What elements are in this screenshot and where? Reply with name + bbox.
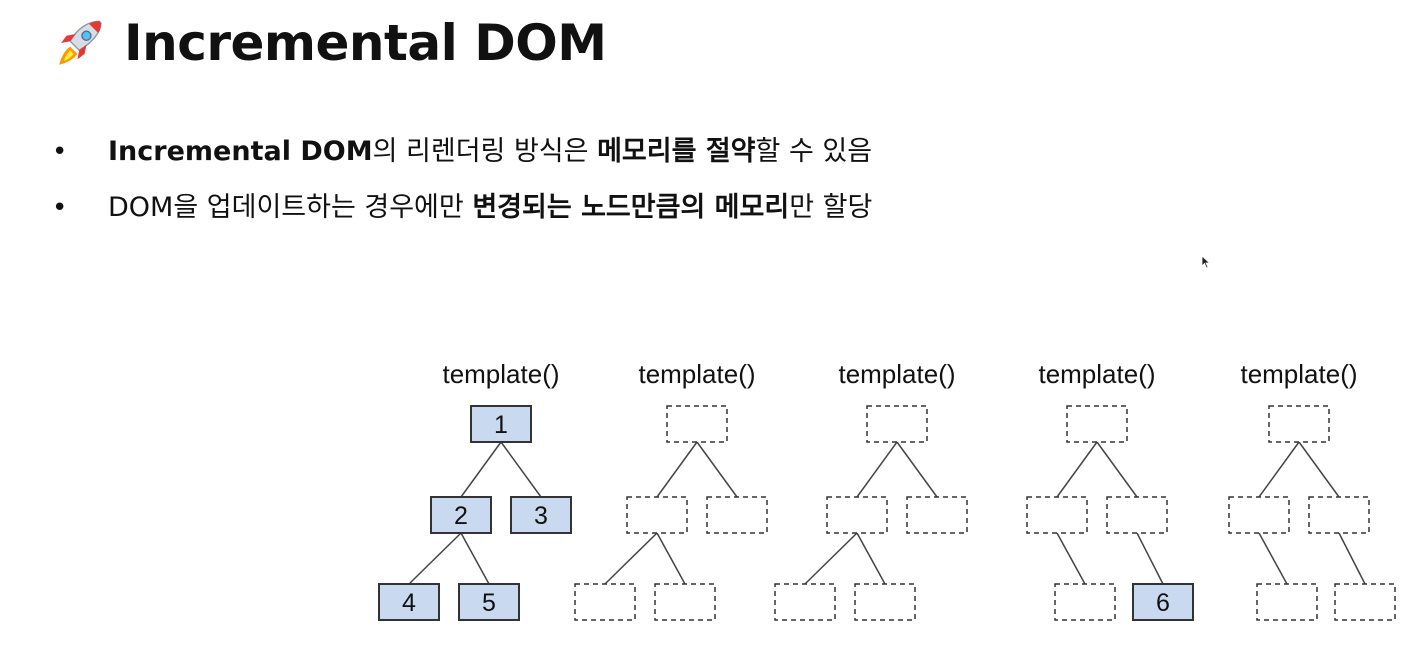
tree-edge	[408, 532, 462, 585]
tree-edge	[1096, 441, 1138, 498]
dom-node-empty	[826, 496, 888, 534]
bullet-1-text-1: Incremental DOM	[108, 136, 373, 167]
slide-title: Incremental DOM	[52, 14, 607, 72]
bullet-item-2: • DOM을 업데이트하는 경우에만 변경되는 노드만큼의 메모리만 할당	[52, 184, 872, 240]
dom-node-empty	[866, 405, 928, 443]
template-label: template()	[1240, 359, 1357, 389]
dom-node-empty	[774, 583, 836, 621]
dom-node-filled	[1132, 583, 1194, 621]
tree-4: template() 6	[1026, 359, 1194, 621]
bullet-2-text-2: 변경되는 노드만큼의 메모리	[472, 192, 790, 223]
bullet-dot: •	[52, 137, 68, 167]
dom-node-label: 6	[1156, 589, 1170, 617]
tree-edge	[656, 532, 686, 585]
dom-node-empty	[666, 405, 728, 443]
tree-edge	[656, 441, 698, 498]
tree-2: template()	[574, 359, 768, 621]
tree-5: template()	[1228, 359, 1396, 621]
dom-node-empty	[1334, 583, 1396, 621]
tree-edge	[896, 441, 938, 498]
dom-node-label: 1	[494, 411, 508, 439]
dom-node-empty	[654, 583, 716, 621]
tree-edge	[1056, 441, 1098, 498]
template-label: template()	[838, 359, 955, 389]
tree-edge	[856, 532, 886, 585]
bullet-1-text-3: 메모리를 절약	[597, 136, 756, 167]
tree-edge	[460, 441, 502, 498]
dom-node-empty	[626, 496, 688, 534]
dom-node-empty	[1066, 405, 1128, 443]
dom-node-label: 2	[454, 502, 468, 530]
dom-node-empty	[1026, 496, 1088, 534]
template-label: template()	[1038, 359, 1155, 389]
dom-node-label: 3	[534, 502, 548, 530]
dom-node-filled	[470, 405, 532, 443]
tree-edge	[1056, 532, 1086, 585]
tree-edge	[804, 532, 858, 585]
dom-node-empty	[1256, 583, 1318, 621]
dom-node-filled	[458, 583, 520, 621]
dom-node-empty	[706, 496, 768, 534]
template-label: template()	[442, 359, 559, 389]
dom-node-empty	[854, 583, 916, 621]
dom-node-empty	[1106, 496, 1168, 534]
dom-node-empty	[906, 496, 968, 534]
tree-edge	[1338, 532, 1366, 585]
tree-edge	[1136, 532, 1164, 585]
tree-edge	[1258, 532, 1288, 585]
tree-edge	[1258, 441, 1300, 498]
dom-node-filled	[510, 496, 572, 534]
tree-edge	[460, 532, 490, 585]
tree-edge	[604, 532, 658, 585]
tree-edge	[1298, 441, 1340, 498]
tree-edge	[856, 441, 898, 498]
dom-node-filled	[378, 583, 440, 621]
bullet-1-text-4: 할 수 있음	[755, 136, 873, 167]
dom-node-empty	[574, 583, 636, 621]
dom-node-filled	[430, 496, 492, 534]
tree-1: template() 1 2 3 4 5	[378, 359, 572, 621]
bullet-item-1: • Incremental DOM의 리렌더링 방식은 메모리를 절약할 수 있…	[52, 128, 872, 184]
rocket-icon	[59, 20, 102, 65]
bullet-dot: •	[52, 193, 68, 223]
tree-edge	[500, 441, 542, 498]
bullet-2-text-1: DOM을 업데이트하는 경우에만	[108, 192, 473, 223]
dom-node-label: 4	[402, 589, 416, 617]
dom-node-empty	[1228, 496, 1290, 534]
tree-edge	[696, 441, 738, 498]
bullet-2-text-3: 만 할당	[789, 192, 873, 223]
template-label: template()	[638, 359, 755, 389]
mouse-cursor-icon	[1201, 255, 1211, 269]
dom-node-empty	[1054, 583, 1116, 621]
tree-3: template()	[774, 359, 968, 621]
dom-node-label: 5	[482, 589, 496, 617]
bullet-list: • Incremental DOM의 리렌더링 방식은 메모리를 절약할 수 있…	[52, 128, 872, 240]
dom-node-empty	[1268, 405, 1330, 443]
page-title: Incremental DOM	[124, 14, 607, 72]
dom-node-empty	[1308, 496, 1370, 534]
bullet-1-text-2: 의 리렌더링 방식은	[372, 136, 598, 167]
